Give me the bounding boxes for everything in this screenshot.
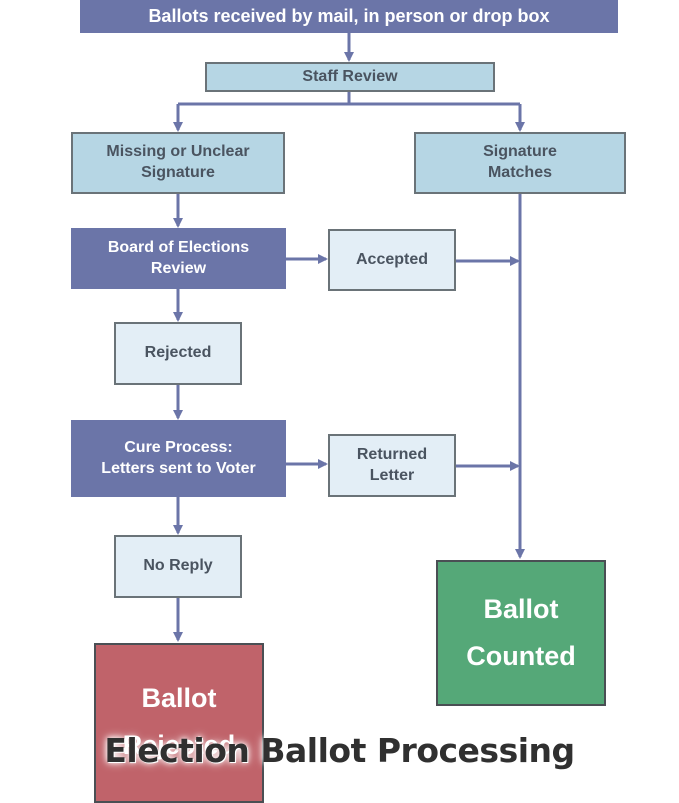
node-board-review: Board of Elections Review	[71, 228, 286, 289]
node-ballots-received: Ballots received by mail, in person or d…	[80, 0, 618, 33]
diagram-caption: Election Ballot Processing	[104, 731, 575, 770]
node-signature-matches: Signature Matches	[414, 132, 626, 194]
node-missing-signature: Missing or Unclear Signature	[71, 132, 285, 194]
node-ballot-rejected: Ballot Rejected	[94, 643, 264, 803]
node-cure-process: Cure Process: Letters sent to Voter	[71, 420, 286, 497]
node-ballot-counted: Ballot Counted	[436, 560, 606, 706]
node-accepted: Accepted	[328, 229, 456, 291]
node-no-reply: No Reply	[114, 535, 242, 598]
node-staff-review: Staff Review	[205, 62, 495, 92]
node-returned-letter: Returned Letter	[328, 434, 456, 497]
node-rejected: Rejected	[114, 322, 242, 385]
